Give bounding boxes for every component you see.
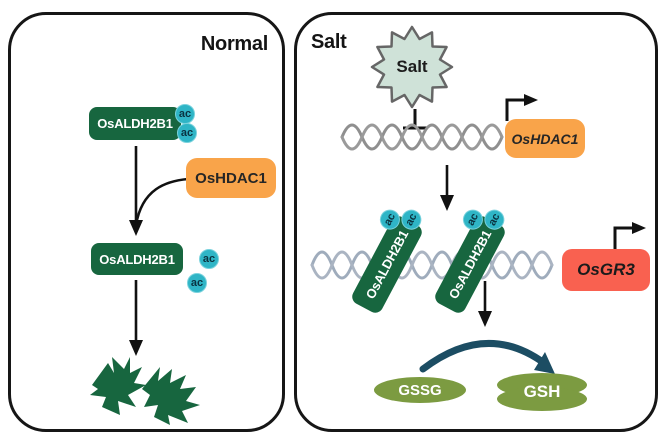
oshdac1-gene-box: OsHDAC1: [505, 119, 585, 158]
gsh-ellipse: GSH: [497, 373, 587, 411]
gssg-to-gsh-arc-icon: [419, 340, 555, 374]
osaldh2b1-label: OsALDH2B1: [97, 116, 173, 131]
catalysis-curve-icon: [134, 177, 189, 226]
degraded-protein-icon: [90, 357, 200, 425]
osaldh2b1-deacetylated-box: OsALDH2B1: [91, 243, 183, 275]
down-arrow-icon: [129, 146, 143, 236]
osaldh2b1-label: OsALDH2B1: [99, 251, 175, 267]
gssg-ellipse: GSSG: [374, 377, 466, 403]
down-arrow-icon: [440, 165, 454, 211]
salt-star-icon: Salt: [370, 25, 454, 109]
osgr3-gene-label: OsGR3: [577, 260, 635, 279]
panel-normal-title: Normal: [200, 33, 268, 55]
oshdac1-label: OsHDAC1: [195, 169, 267, 187]
down-arrow-icon: [478, 281, 492, 327]
transcription-start-arrow-icon: [505, 94, 538, 121]
dna-helix-icon: [310, 250, 554, 280]
panel-salt: Salt Salt OsHDAC1: [294, 12, 658, 432]
osaldh2b1-acetylated-box: OsALDH2B1: [89, 107, 181, 140]
down-arrow-icon: [129, 280, 143, 356]
osaldh2b1-tf-label: OsALDH2B1: [362, 227, 412, 302]
acetyl-badge: ac: [177, 123, 197, 143]
transcription-start-arrow-icon: [613, 222, 646, 249]
gsh-ellipse-bottom: [497, 387, 587, 411]
oshdac1-gene-label: OsHDAC1: [511, 130, 579, 147]
gssg-label: GSSG: [398, 381, 442, 399]
acetyl-badge-released: ac: [199, 249, 219, 269]
dna-helix-icon: [340, 123, 504, 151]
oshdac1-enzyme-box: OsHDAC1: [186, 158, 276, 198]
panel-normal: Normal OsALDH2B1 ac ac OsHDAC1 OsALDH2B1…: [8, 12, 285, 432]
gsh-label: GSH: [523, 382, 561, 401]
panel-salt-title: Salt: [311, 31, 347, 53]
acetyl-badge-released: ac: [187, 273, 207, 293]
osgr3-gene-box: OsGR3: [562, 249, 650, 291]
acetyl-badge: ac: [175, 104, 195, 124]
salt-star-label: Salt: [396, 57, 428, 76]
